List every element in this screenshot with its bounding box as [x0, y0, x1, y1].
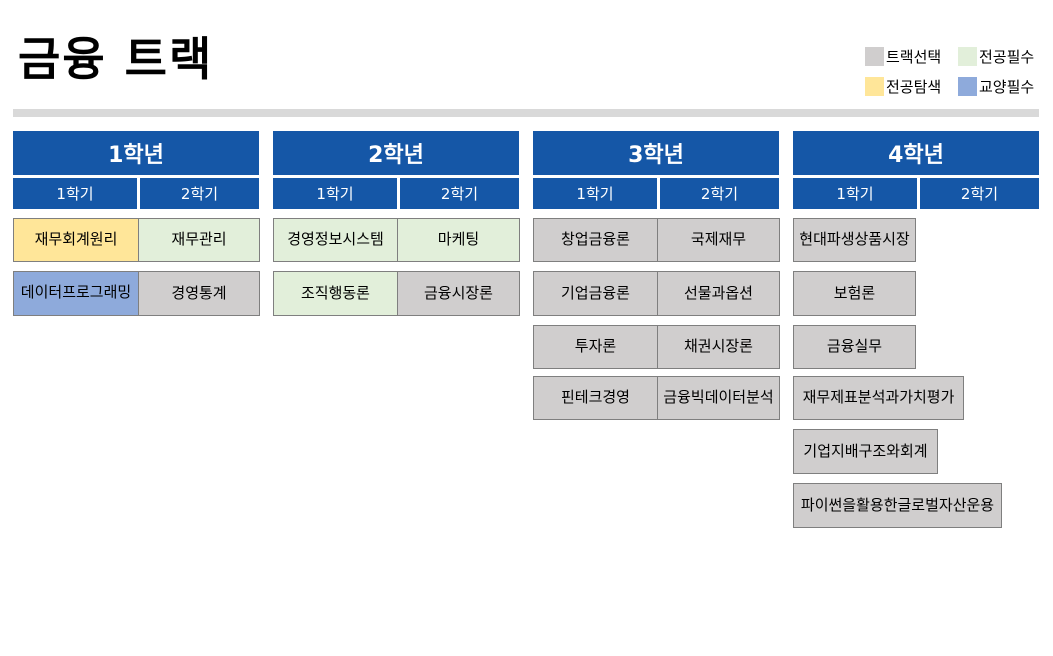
course-box: 금융빅데이터분석: [657, 376, 780, 420]
semester-header: 2학기: [920, 178, 1039, 209]
course-box: 기업지배구조와회계: [793, 429, 938, 474]
course-box: 핀테크경영: [533, 376, 658, 420]
course-box: 재무제표분석과가치평가: [793, 376, 964, 420]
course-box: 금융시장론: [397, 271, 520, 316]
semester-header: 2학기: [140, 178, 259, 209]
year-header-3: 3학년: [533, 131, 779, 175]
course-box: 데이터프로그래밍: [13, 271, 139, 316]
legend-swatch: [865, 76, 884, 96]
course-box: 현대파생상품시장: [793, 218, 916, 262]
course-box: 채권시장론: [657, 325, 780, 369]
course-box: 경영통계: [138, 271, 260, 316]
semester-header: 2학기: [400, 178, 519, 209]
legend-label: 전공필수: [979, 47, 1035, 66]
legend-label: 교양필수: [979, 77, 1035, 96]
semester-header: 1학기: [13, 178, 137, 209]
year-header-1: 1학년: [13, 131, 259, 175]
course-box: 선물과옵션: [657, 271, 780, 316]
legend-label: 전공탐색: [886, 77, 942, 96]
legend-swatch: [958, 76, 977, 96]
course-box: 조직행동론: [273, 271, 398, 316]
legend-label: 트랙선택: [886, 47, 942, 66]
course-box: 국제재무: [657, 218, 780, 262]
legend-item-major-required: 전공필수: [958, 46, 1034, 66]
course-box: 기업금융론: [533, 271, 658, 316]
course-box: 재무관리: [138, 218, 260, 262]
course-box: 금융실무: [793, 325, 916, 369]
year-header-2: 2학년: [273, 131, 519, 175]
course-box: 투자론: [533, 325, 658, 369]
legend-item-liberal-required: 교양필수: [958, 76, 1034, 96]
legend-swatch: [958, 46, 977, 66]
page-title: 금융 트랙: [18, 32, 214, 86]
course-box: 창업금융론: [533, 218, 658, 262]
course-box: 마케팅: [397, 218, 520, 262]
semester-header: 1학기: [533, 178, 657, 209]
legend-item-track-elective: 트랙선택: [865, 46, 941, 66]
course-box: 파이썬을활용한글로벌자산운용: [793, 483, 1002, 528]
semester-header: 1학기: [273, 178, 397, 209]
course-box: 경영정보시스템: [273, 218, 398, 262]
year-header-4: 4학년: [793, 131, 1039, 175]
course-box: 재무회계원리: [13, 218, 139, 262]
legend-item-major-exploration: 전공탐색: [865, 76, 941, 96]
divider: [13, 109, 1039, 117]
semester-header: 2학기: [660, 178, 779, 209]
semester-header: 1학기: [793, 178, 917, 209]
course-box: 보험론: [793, 271, 916, 316]
legend-swatch: [865, 46, 884, 66]
